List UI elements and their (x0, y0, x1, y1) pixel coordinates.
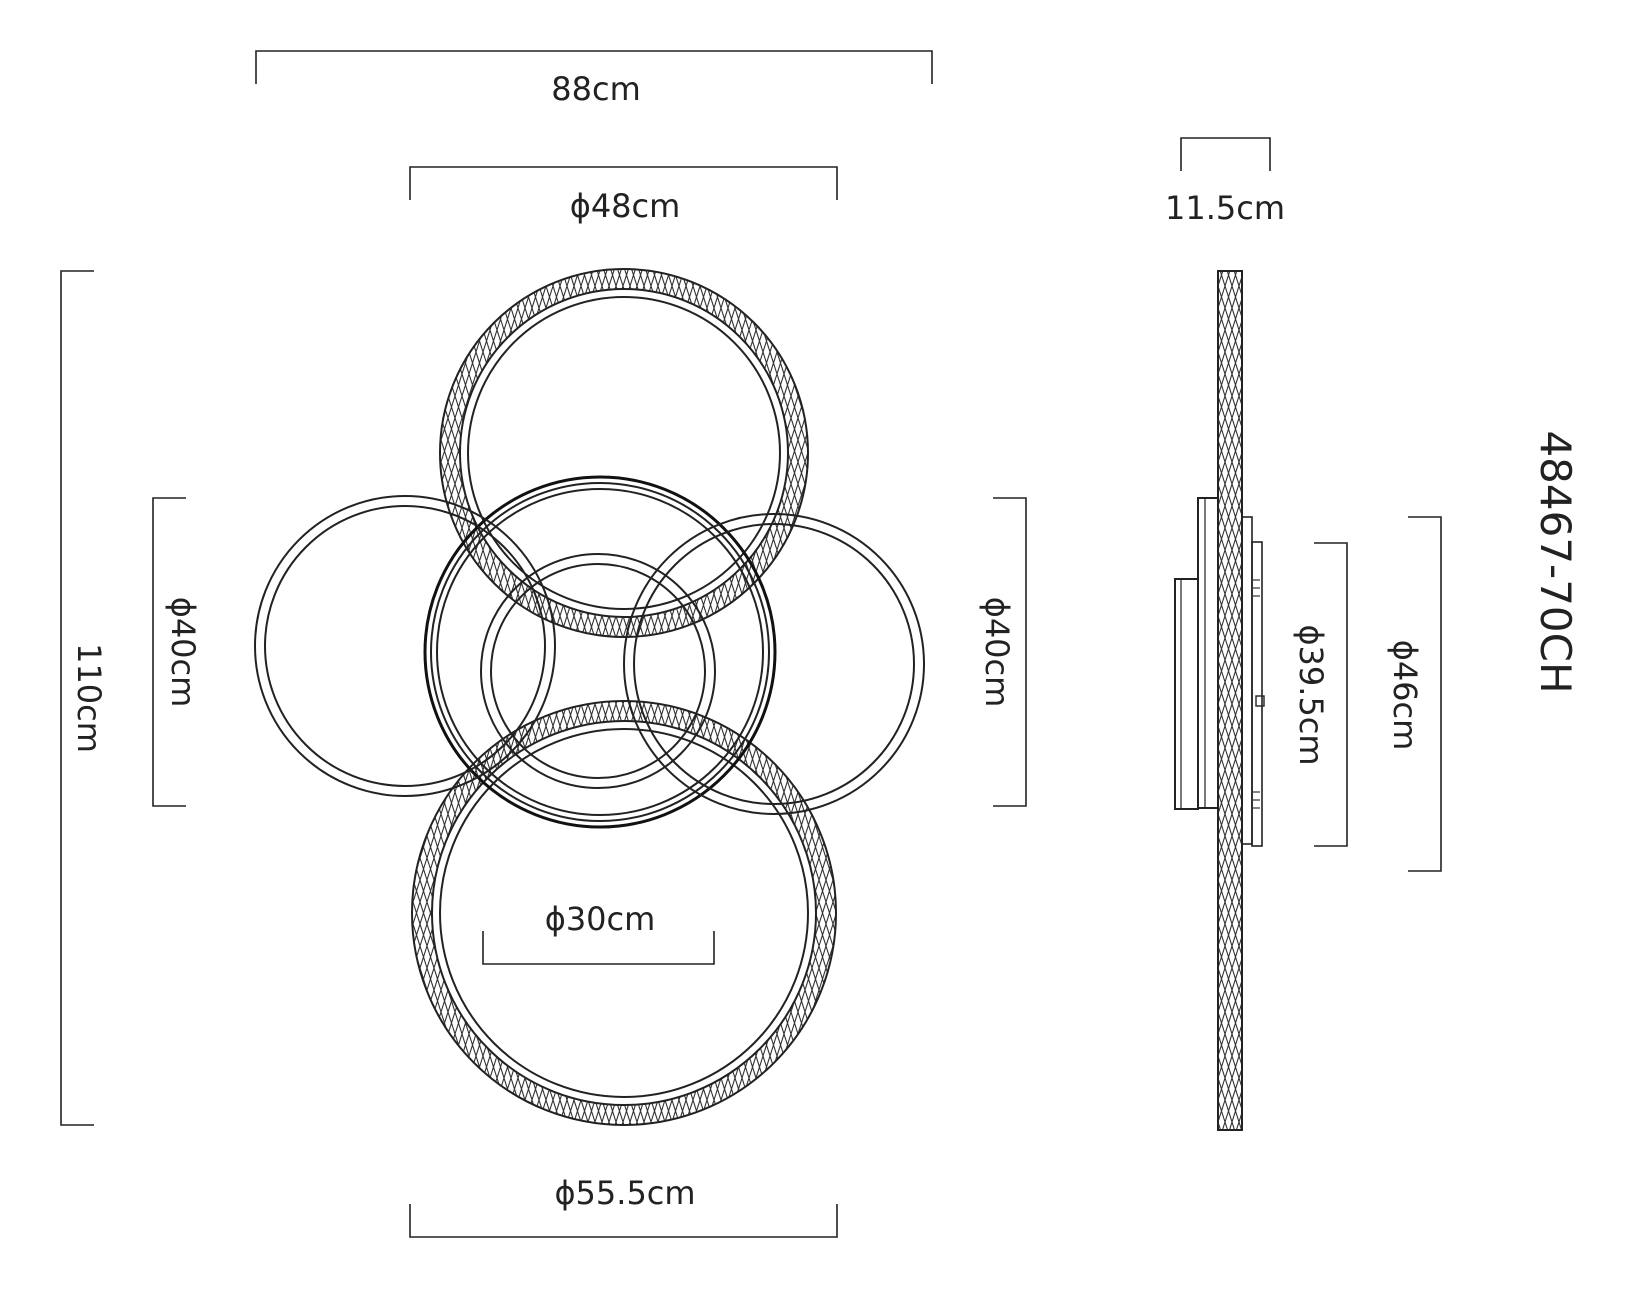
top-ring (439, 268, 809, 638)
right-ring (623, 513, 925, 815)
dim-total-width: 88cm (255, 50, 933, 108)
center-ring (480, 553, 716, 789)
dim-bottom-ring: ϕ55.5cm (409, 1174, 838, 1238)
dim-right-ring: ϕ40cm (978, 497, 1027, 807)
middle-dark-ring (423, 475, 777, 829)
dim-total-height-label: 110cm (70, 643, 108, 753)
dim-left-ring: ϕ40cm (152, 497, 202, 807)
dim-left-ring-label: ϕ40cm (164, 597, 202, 708)
dim-side-depth-label: 11.5cm (1165, 189, 1285, 227)
dim-total-height: 110cm (60, 270, 108, 1126)
dim-right-ring-label: ϕ40cm (978, 597, 1016, 708)
dim-bottom-ring-label: ϕ55.5cm (554, 1174, 695, 1212)
dim-side-inner-label: ϕ39.5cm (1292, 624, 1330, 765)
side-view-lamp (1174, 270, 1265, 1131)
left-ring (254, 495, 556, 797)
dim-side-inner: ϕ39.5cm (1292, 542, 1348, 847)
dim-center-ring: ϕ30cm (482, 900, 715, 965)
dim-side-outer-label: ϕ46cm (1386, 640, 1424, 751)
model-code: 48467-70CH (1531, 430, 1580, 693)
dim-center-ring-label: ϕ30cm (545, 900, 656, 938)
dim-total-width-label: 88cm (551, 70, 640, 108)
dim-side-outer: ϕ46cm (1386, 516, 1442, 872)
bottom-ring (411, 700, 837, 1126)
dim-side-depth: 11.5cm (1165, 137, 1285, 227)
dim-top-ring: ϕ48cm (409, 166, 838, 225)
dim-top-ring-label: ϕ48cm (570, 187, 681, 225)
